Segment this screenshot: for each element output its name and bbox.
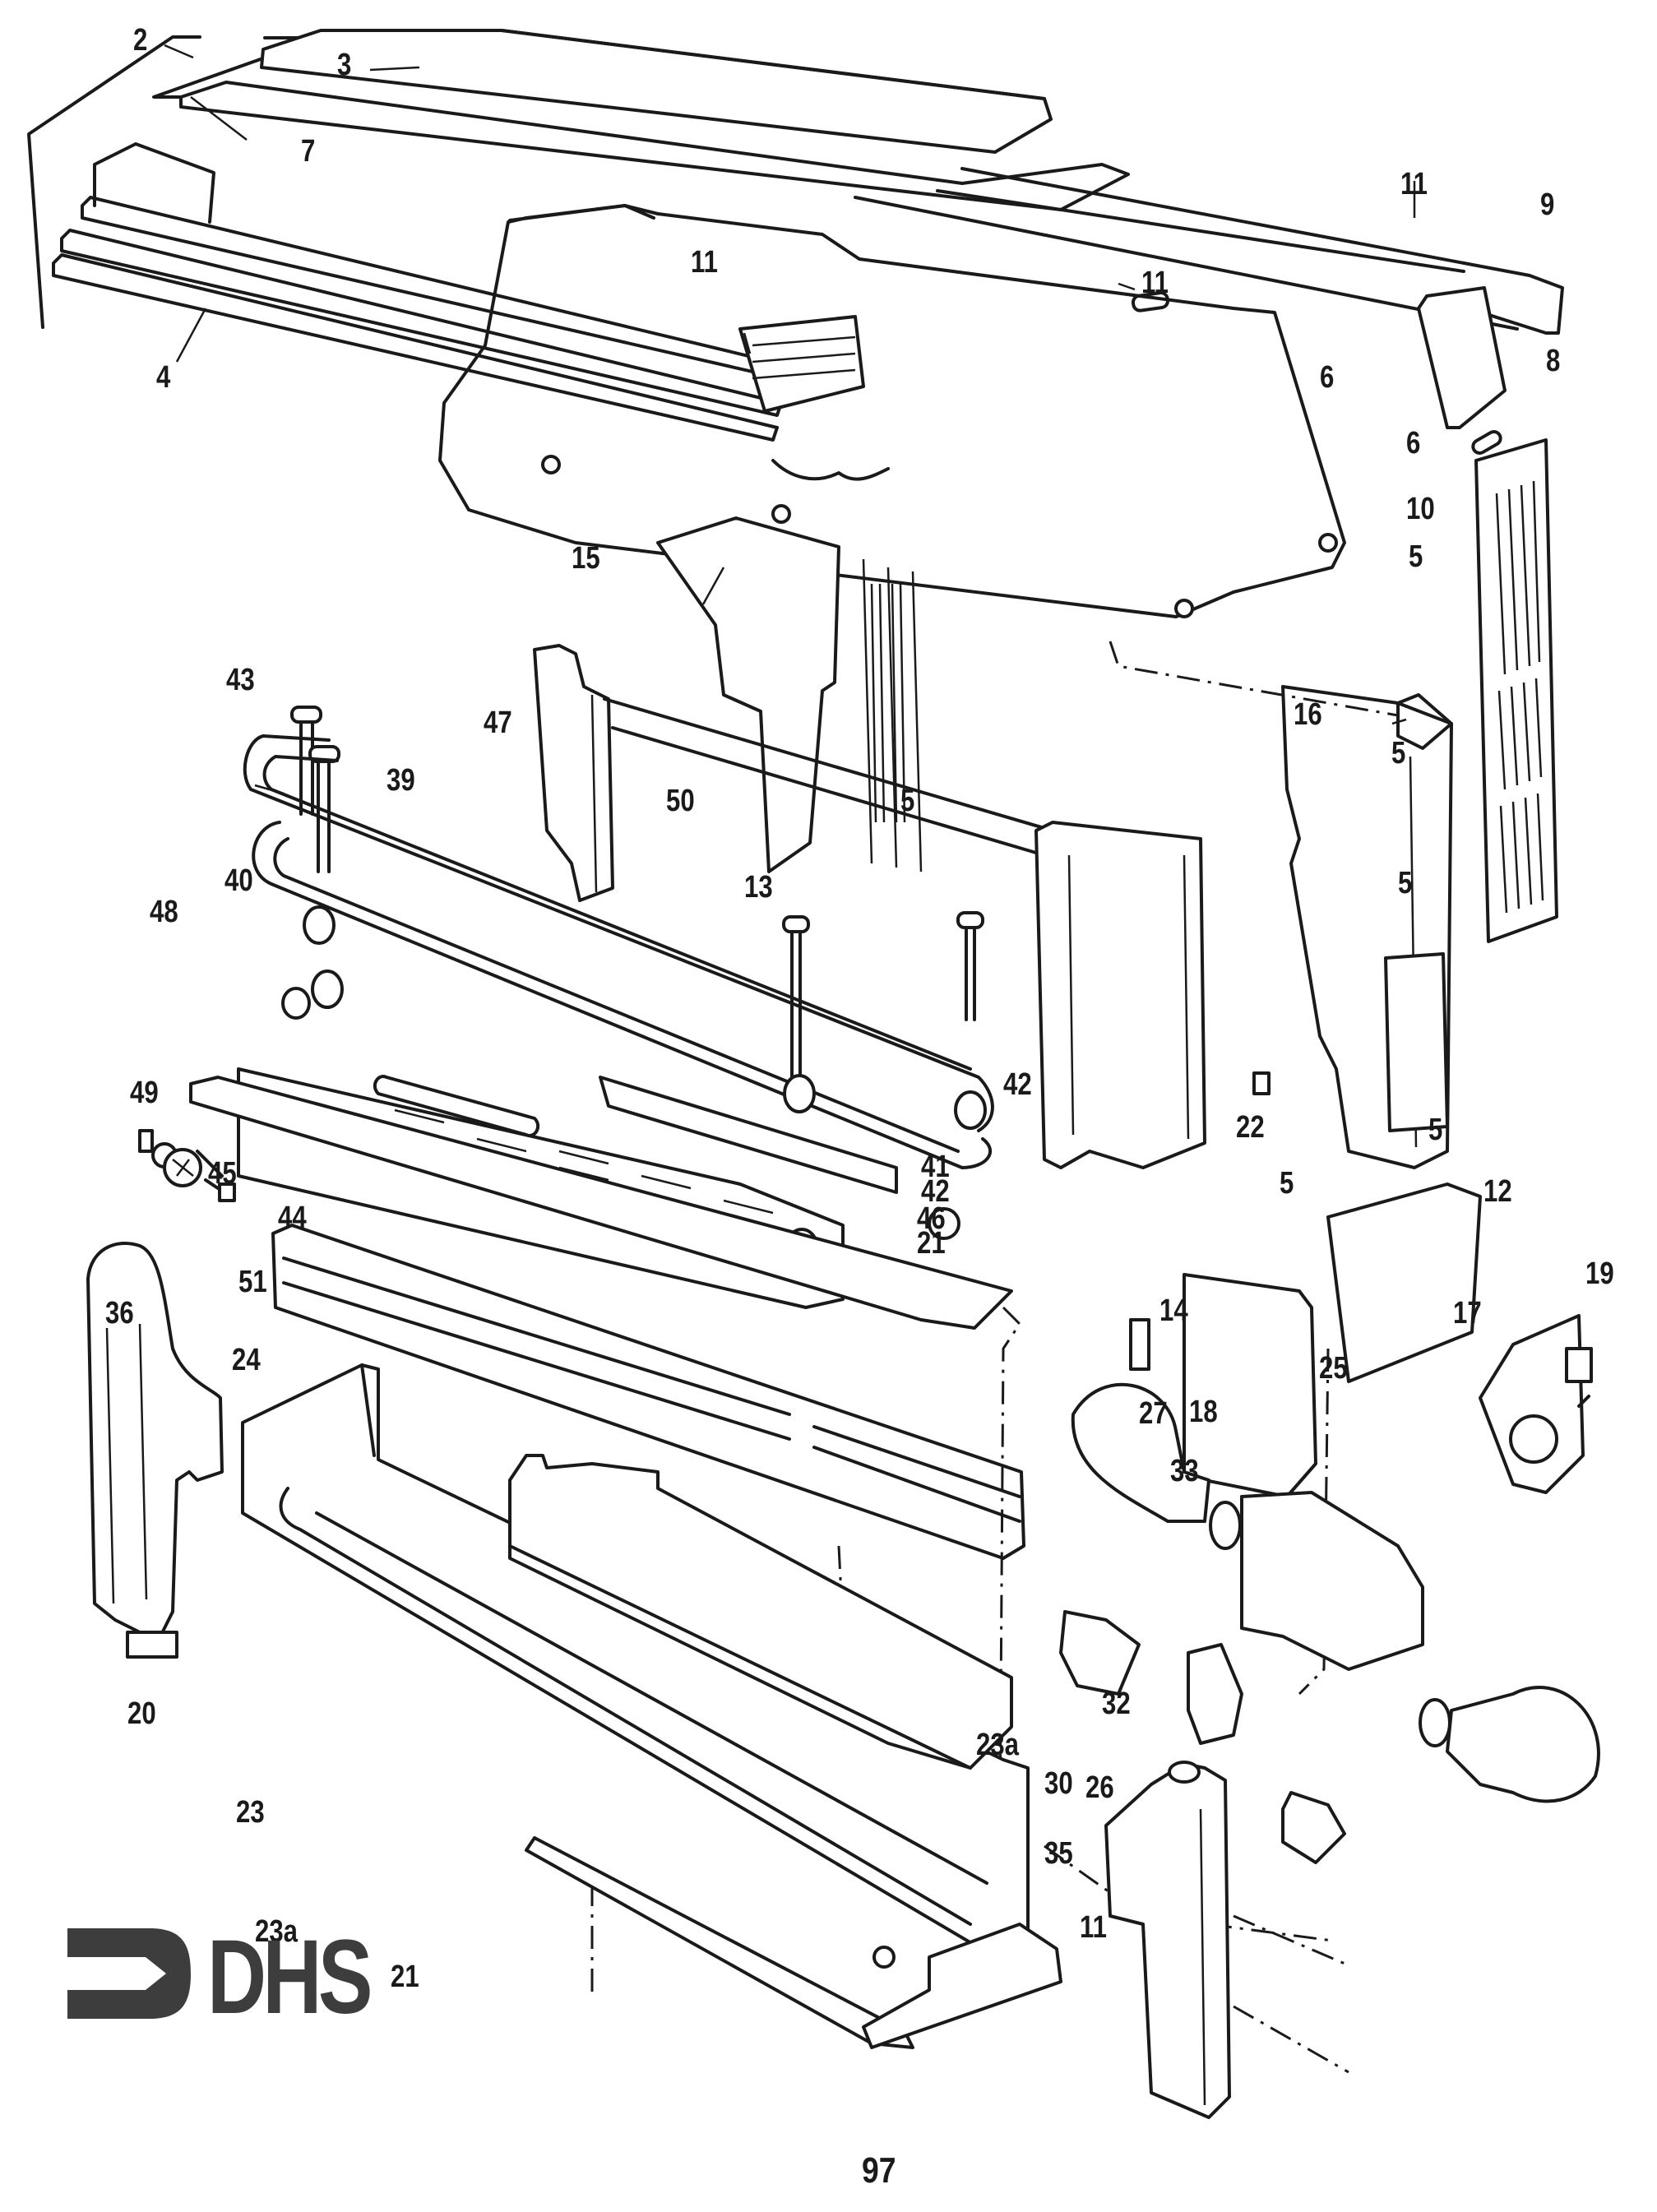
part-12-control-bracket (1129, 1071, 1482, 1498)
label-part-32: 32 (1102, 1687, 1131, 1721)
part-33-lamp-bulb (1071, 1382, 1600, 1803)
label-part-14: 14 (1159, 1293, 1188, 1328)
label-part-8: 8 (1546, 344, 1561, 378)
label-part-44: 44 (278, 1201, 307, 1235)
label-part-13: 13 (744, 870, 773, 905)
label-part-7: 7 (301, 134, 316, 169)
label-part-5-frame: 5 (900, 784, 915, 818)
part-4-burner-tubes (52, 142, 890, 481)
label-part-5-slot: 5 (1398, 866, 1413, 900)
label-part-4: 4 (156, 360, 171, 395)
label-part-11-mid: 11 (1141, 266, 1169, 300)
label-part-5-grille: 5 (1409, 539, 1423, 574)
part-36-left-side-cover (86, 1241, 224, 1659)
label-part-9: 9 (1540, 187, 1555, 222)
page-number: 97 (862, 2150, 896, 2191)
label-part-27: 27 (1139, 1396, 1168, 1431)
label-part-39: 39 (386, 763, 415, 798)
part-7-combustion-chamber (438, 204, 1346, 618)
label-part-18: 18 (1189, 1395, 1218, 1429)
label-part-5-bracket: 5 (1428, 1113, 1443, 1147)
label-part-40: 40 (224, 863, 253, 898)
part-6-clip (1131, 291, 1502, 455)
label-part-21-upper: 21 (917, 1226, 946, 1261)
part-51-front-grille (271, 1224, 1025, 1560)
part-30-switch-box (1187, 1643, 1243, 1745)
label-part-41: 41 (921, 1150, 950, 1184)
label-part-33: 33 (1170, 1454, 1199, 1488)
part-3-top-lid (152, 29, 1130, 211)
label-part-47: 47 (484, 706, 512, 740)
label-part-36: 36 (105, 1296, 134, 1330)
label-part-46: 46 (917, 1201, 946, 1236)
label-part-25: 25 (1319, 1351, 1348, 1386)
label-part-16: 16 (1294, 697, 1322, 732)
part-16-right-panel (1109, 641, 1453, 1169)
part-20-bottom-casing (241, 1363, 1030, 1959)
label-part-24: 24 (232, 1343, 261, 1377)
part-17-19-burner-plate (1479, 1314, 1593, 1494)
part-25-lamp-bracket (1240, 1491, 1424, 1671)
label-part-35: 35 (1044, 1836, 1073, 1871)
label-part-15: 15 (572, 541, 600, 576)
label-part-11-top: 11 (691, 245, 718, 280)
label-part-43: 43 (226, 663, 255, 697)
label-part-5-control: 5 (1280, 1166, 1294, 1201)
label-part-30: 30 (1044, 1766, 1073, 1801)
label-part-23a-upper: 23a (976, 1728, 1019, 1762)
label-part-42-lower: 42 (921, 1174, 950, 1209)
dhs-logo-text: DHS (207, 1918, 373, 2036)
label-part-10: 10 (1406, 492, 1435, 526)
label-part-6-top: 6 (1320, 360, 1335, 395)
arrow-logo-icon (67, 1928, 191, 2019)
label-part-3: 3 (337, 48, 352, 82)
label-part-17: 17 (1453, 1296, 1482, 1330)
label-part-23: 23 (236, 1795, 265, 1830)
part-35-right-side-cover (1104, 1761, 1231, 2119)
label-part-5-panel: 5 (1391, 736, 1406, 770)
label-part-48: 48 (150, 895, 178, 929)
part-21-23-bottom-plates (525, 1836, 1062, 2049)
part-49-base-plate (189, 1076, 1013, 1330)
label-part-2: 2 (133, 23, 148, 58)
part-24-deflector (508, 1454, 1013, 1770)
label-part-51: 51 (238, 1265, 267, 1299)
label-part-26: 26 (1085, 1770, 1114, 1805)
label-part-42-top: 42 (1003, 1067, 1032, 1102)
part-44-45-piezo-assembly (138, 1129, 236, 1202)
label-part-23a-lower: 23a (255, 1914, 298, 1949)
label-part-20: 20 (127, 1696, 156, 1731)
part-8-bracket (1417, 286, 1507, 429)
leader-lines (164, 44, 1416, 795)
dhs-brand-logo: DHS (67, 1918, 413, 2036)
part-10-side-grille (1474, 438, 1558, 943)
label-part-22: 22 (1236, 1110, 1265, 1145)
label-part-12: 12 (1483, 1174, 1512, 1209)
part-2-casing-outline (27, 35, 201, 329)
label-part-50: 50 (666, 784, 695, 818)
part-15-baffle (656, 516, 923, 873)
label-part-49: 49 (130, 1076, 159, 1110)
label-part-21-lower: 21 (391, 1960, 419, 1994)
label-part-6-right: 6 (1406, 426, 1421, 460)
part-26-lamp-holder (1059, 1610, 1346, 1864)
front-frame (603, 697, 1206, 1169)
label-part-11-bottom: 11 (1080, 1910, 1107, 1945)
label-part-45: 45 (208, 1156, 237, 1191)
label-part-11-rear: 11 (1400, 167, 1428, 201)
label-part-19: 19 (1585, 1256, 1614, 1291)
part-47-vertical-channel (533, 644, 614, 902)
part-9-rear-rail (854, 167, 1564, 335)
